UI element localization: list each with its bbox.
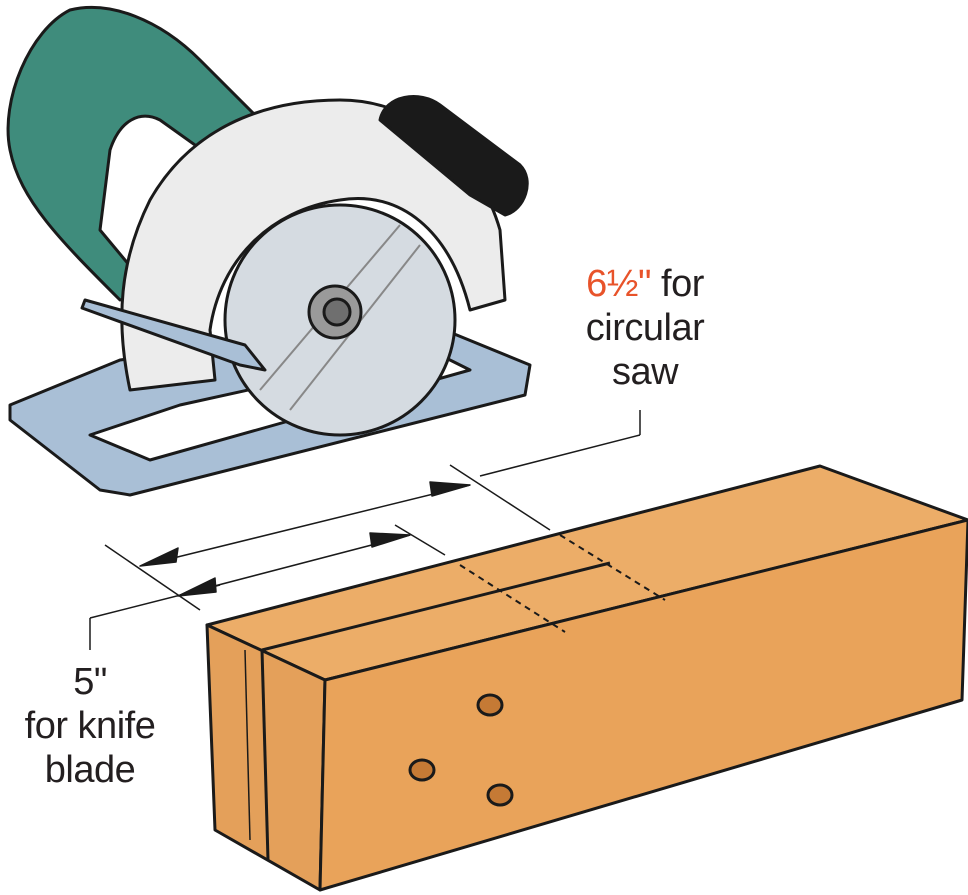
arrowhead-icon — [177, 577, 217, 597]
dowel-hole — [408, 758, 436, 782]
knife-blade-depth: 5" — [73, 661, 107, 703]
circular-saw-line3: saw — [611, 351, 679, 393]
arrowhead-icon — [369, 532, 411, 548]
saw-handle — [6, 5, 262, 302]
dowel-hole — [486, 783, 514, 807]
dimension-lines — [89, 410, 641, 650]
saw-knob — [378, 95, 529, 217]
wood-side-face — [318, 518, 968, 892]
knife-blade-line3: blade — [44, 749, 136, 791]
circular-saw-depth: 6½" — [586, 263, 651, 305]
arrowhead-icon — [429, 481, 471, 497]
knife-blade-label: 5" for knife blade — [10, 660, 170, 792]
kerf-line — [261, 561, 611, 652]
circular-saw-label: 6½" for circular saw — [560, 262, 730, 394]
saw-riving-knife — [80, 298, 267, 372]
arrowhead-icon — [139, 547, 179, 567]
dowel-hole — [476, 693, 504, 717]
circular-saw-for: for — [650, 263, 704, 305]
circular-saw-line2: circular — [585, 307, 705, 349]
saw-guard — [120, 98, 507, 392]
knife-blade-line2: for knife — [24, 705, 156, 747]
